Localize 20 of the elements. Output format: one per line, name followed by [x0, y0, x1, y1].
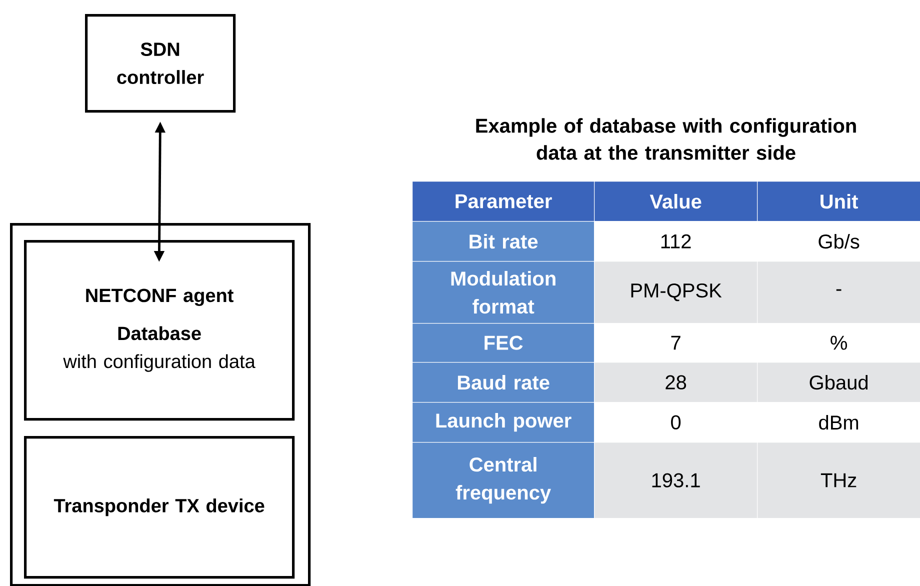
- header-cell: Parameter: [412, 181, 595, 222]
- header-cell: Value: [594, 181, 758, 222]
- row-header-cell: FEC: [412, 323, 595, 363]
- table-cell: Gbaud: [757, 362, 920, 403]
- transponder-box: Transponder TX device: [24, 436, 295, 579]
- row-header-cell: Central frequency: [412, 442, 595, 519]
- table-title: Example of database with configuration data at the transmitter side: [476, 118, 856, 160]
- row-header-cell: Bit rate: [412, 221, 595, 262]
- agent-box: NETCONF agent Database with configuration data: [24, 240, 295, 421]
- row-header-cell: Modulation format: [412, 261, 595, 324]
- controller-box: SDN controller: [85, 14, 236, 113]
- header-cell: Unit: [757, 181, 920, 222]
- table-cell: THz: [757, 442, 920, 519]
- device-box: [10, 223, 311, 586]
- table-cell: 28: [594, 362, 758, 403]
- row-header-cell: Launch power: [412, 402, 595, 443]
- table-cell: PM-QPSK: [594, 261, 758, 324]
- table-cell: -: [757, 261, 920, 324]
- row-header-cell: Baud rate: [412, 362, 595, 403]
- table-cell: 193.1: [594, 442, 758, 519]
